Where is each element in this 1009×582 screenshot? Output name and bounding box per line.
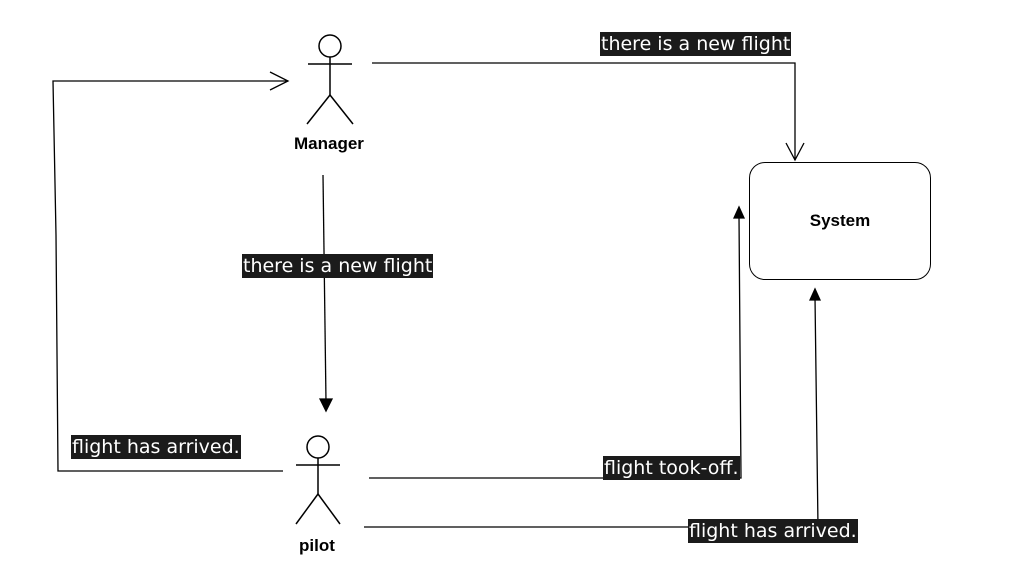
edge-label-manager-to-pilot: there is a new flight [242, 254, 434, 278]
edge-manager-to-pilot[interactable] [318, 174, 334, 413]
pilot-actor-icon[interactable] [295, 435, 341, 525]
manager-actor-icon[interactable] [306, 34, 354, 125]
edge-pilot-to-manager[interactable] [52, 71, 290, 472]
system-box[interactable]: System [749, 162, 931, 280]
manager-actor-label: Manager [294, 134, 364, 153]
edge-label-pilot-arrived: flight has arrived. [688, 519, 858, 543]
system-label: System [809, 211, 871, 230]
pilot-actor-label: pilot [299, 536, 335, 555]
edge-label-pilot-to-manager: flight has arrived. [71, 435, 241, 459]
edge-pilot-arrived-to-system[interactable] [364, 287, 822, 528]
edge-label-pilot-takeoff: flight took-off. [603, 456, 740, 480]
edge-pilot-takeoff-to-system[interactable] [369, 205, 746, 479]
edge-label-manager-to-system: there is a new flight [600, 32, 792, 56]
edge-manager-to-system[interactable] [372, 62, 805, 162]
